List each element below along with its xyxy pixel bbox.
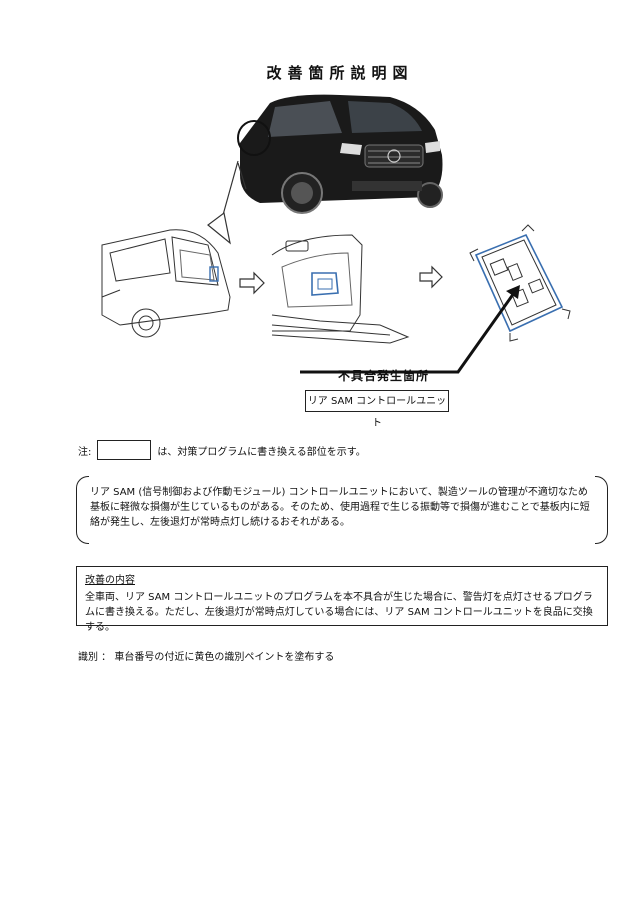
identification-text: 識別 ： 車台番号の付近に黄色の識別ペイントを塗布する [78,652,335,663]
improvement-heading: 改善の内容 [85,575,135,586]
interior-panel-illustration [271,234,410,344]
improvement-body: 全車両、リア SAM コントロールユニットのプログラムを本不具合が生じた場合に、… [85,592,593,633]
note-suffix: は、対策プログラムに書き換える部位を示す。 [157,446,366,458]
unit-label-box: リア SAM コントロールユニット [305,390,449,429]
improvement-box: 改善の内容 全車両、リア SAM コントロールユニットのプログラムを本不具合が生… [76,566,608,633]
note-legend-box [97,440,152,460]
car-front-photo [237,94,443,214]
defect-description: リア SAM (信号制御および作動モジュール) コントロールユニットにおいて、製… [76,476,608,544]
improvement-diagram [101,94,571,374]
page-title: 改善箇所説明図 [266,64,414,82]
note: 注: は、対策プログラムに書き換える部位を示す。 [78,440,366,460]
bracket-right [595,476,608,544]
arrow-icon [239,271,265,295]
car-rear-illustration [101,229,231,338]
control-unit-illustration [469,224,571,342]
arrow-icon [419,265,443,289]
bracket-left [76,476,89,544]
description-text: リア SAM (信号制御および作動モジュール) コントロールユニットにおいて、製… [90,487,590,528]
defect-location-label: 不具合発生箇所 [338,369,430,383]
note-prefix: 注: [78,446,92,458]
